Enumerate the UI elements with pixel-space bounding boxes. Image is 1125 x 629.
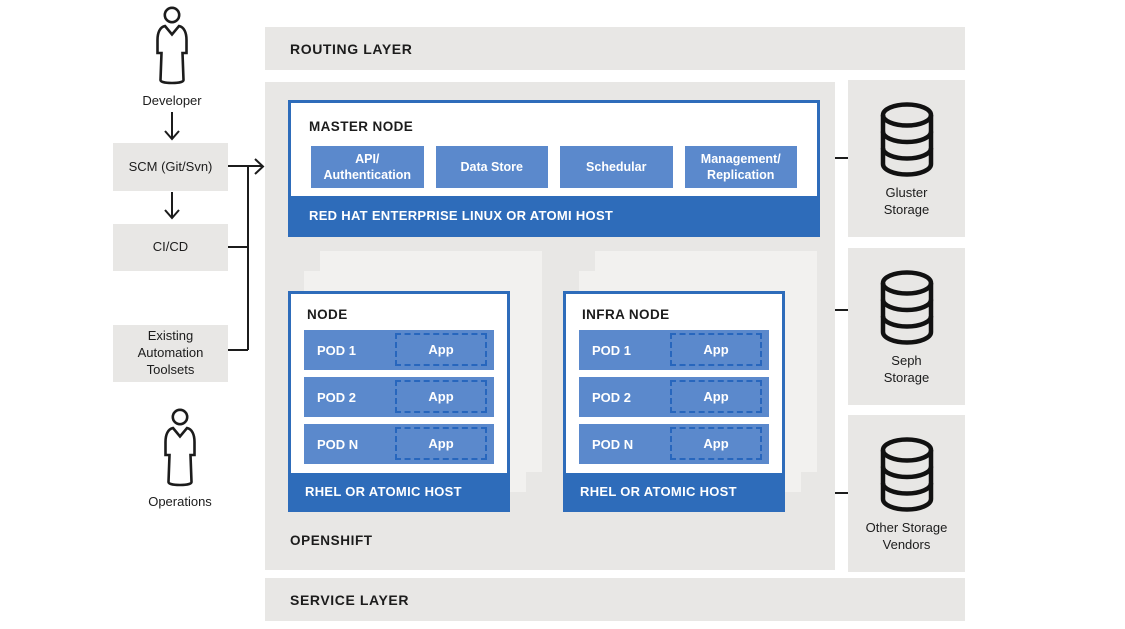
person-icon [156, 6, 188, 85]
pod-list: POD 1 App POD 2 App POD N App [579, 330, 769, 464]
scm-box: SCM (Git/Svn) [113, 143, 228, 191]
routing-layer-bar: ROUTING LAYER [265, 27, 965, 70]
storage-label: Other Storage Vendors [865, 520, 948, 552]
person-icon [164, 408, 196, 487]
database-icon [880, 437, 933, 512]
openshift-label: OPENSHIFT [290, 533, 373, 548]
pod-list: POD 1 App POD 2 App POD N App [304, 330, 494, 464]
storage-box-gluster: Gluster Storage [848, 80, 965, 237]
master-services-row: API/ Authentication Data Store Schedular… [311, 146, 797, 188]
routing-layer-title: ROUTING LAYER [290, 40, 413, 57]
app-box: App [670, 333, 762, 366]
developer-label: Developer [142, 93, 202, 108]
pod-row: POD N App [304, 424, 494, 464]
pod-label: POD N [592, 436, 634, 452]
cicd-box: CI/CD [113, 224, 228, 271]
app-box: App [395, 427, 487, 460]
database-icon [880, 270, 933, 345]
scm-label: SCM (Git/Svn) [128, 158, 213, 174]
node-host-bar: RHEL OR ATOMIC HOST [291, 473, 507, 509]
app-box: App [395, 333, 487, 366]
app-box: App [395, 380, 487, 413]
node-title: NODE [307, 307, 348, 322]
pod-label: POD 2 [592, 389, 632, 405]
pod-row: POD 1 App [579, 330, 769, 370]
master-host-bar: RED HAT ENTERPRISE LINUX OR ATOMI HOST [291, 196, 817, 234]
openshift-panel: MASTER NODE API/ Authentication Data Sto… [265, 82, 835, 570]
pod-row: POD 2 App [579, 377, 769, 417]
automation-toolsets-box: Existing Automation Toolsets [113, 325, 228, 382]
pod-row: POD 1 App [304, 330, 494, 370]
service-chip-data-store: Data Store [435, 146, 548, 188]
infra-node-host-bar: RHEL OR ATOMIC HOST [566, 473, 782, 509]
service-layer-bar: SERVICE LAYER [265, 578, 965, 621]
service-chip-schedular: Schedular [560, 146, 673, 188]
infra-node-host-bar-label: RHEL OR ATOMIC HOST [580, 483, 737, 499]
pod-row: POD 2 App [304, 377, 494, 417]
pod-label: POD 2 [317, 389, 357, 405]
infra-node-title: INFRA NODE [582, 307, 670, 322]
storage-label: Gluster Storage [883, 185, 930, 217]
cicd-label: CI/CD [152, 239, 189, 255]
master-host-bar-label: RED HAT ENTERPRISE LINUX OR ATOMI HOST [309, 207, 614, 223]
pod-label: POD 1 [592, 342, 632, 358]
master-node-title: MASTER NODE [309, 119, 414, 134]
service-chip-management-replication: Management/ Replication [684, 146, 797, 188]
automation-toolsets-label: Existing Automation Toolsets [137, 328, 204, 377]
storage-label: Seph Storage [883, 353, 930, 385]
pod-row: POD N App [579, 424, 769, 464]
operations-label: Operations [148, 494, 212, 509]
app-box: App [670, 380, 762, 413]
master-node-box: MASTER NODE API/ Authentication Data Sto… [288, 100, 820, 237]
storage-box-other-vendors: Other Storage Vendors [848, 415, 965, 572]
infra-node-box: INFRA NODE POD 1 App POD 2 App POD N App… [563, 291, 785, 512]
app-box: App [670, 427, 762, 460]
node-box: NODE POD 1 App POD 2 App POD N App RHEL … [288, 291, 510, 512]
database-icon [880, 102, 933, 177]
storage-box-seph: Seph Storage [848, 248, 965, 405]
pod-label: POD N [317, 436, 359, 452]
pod-label: POD 1 [317, 342, 357, 358]
node-host-bar-label: RHEL OR ATOMIC HOST [305, 483, 462, 499]
service-chip-api-authentication: API/ Authentication [311, 146, 424, 188]
service-layer-title: SERVICE LAYER [290, 591, 410, 608]
